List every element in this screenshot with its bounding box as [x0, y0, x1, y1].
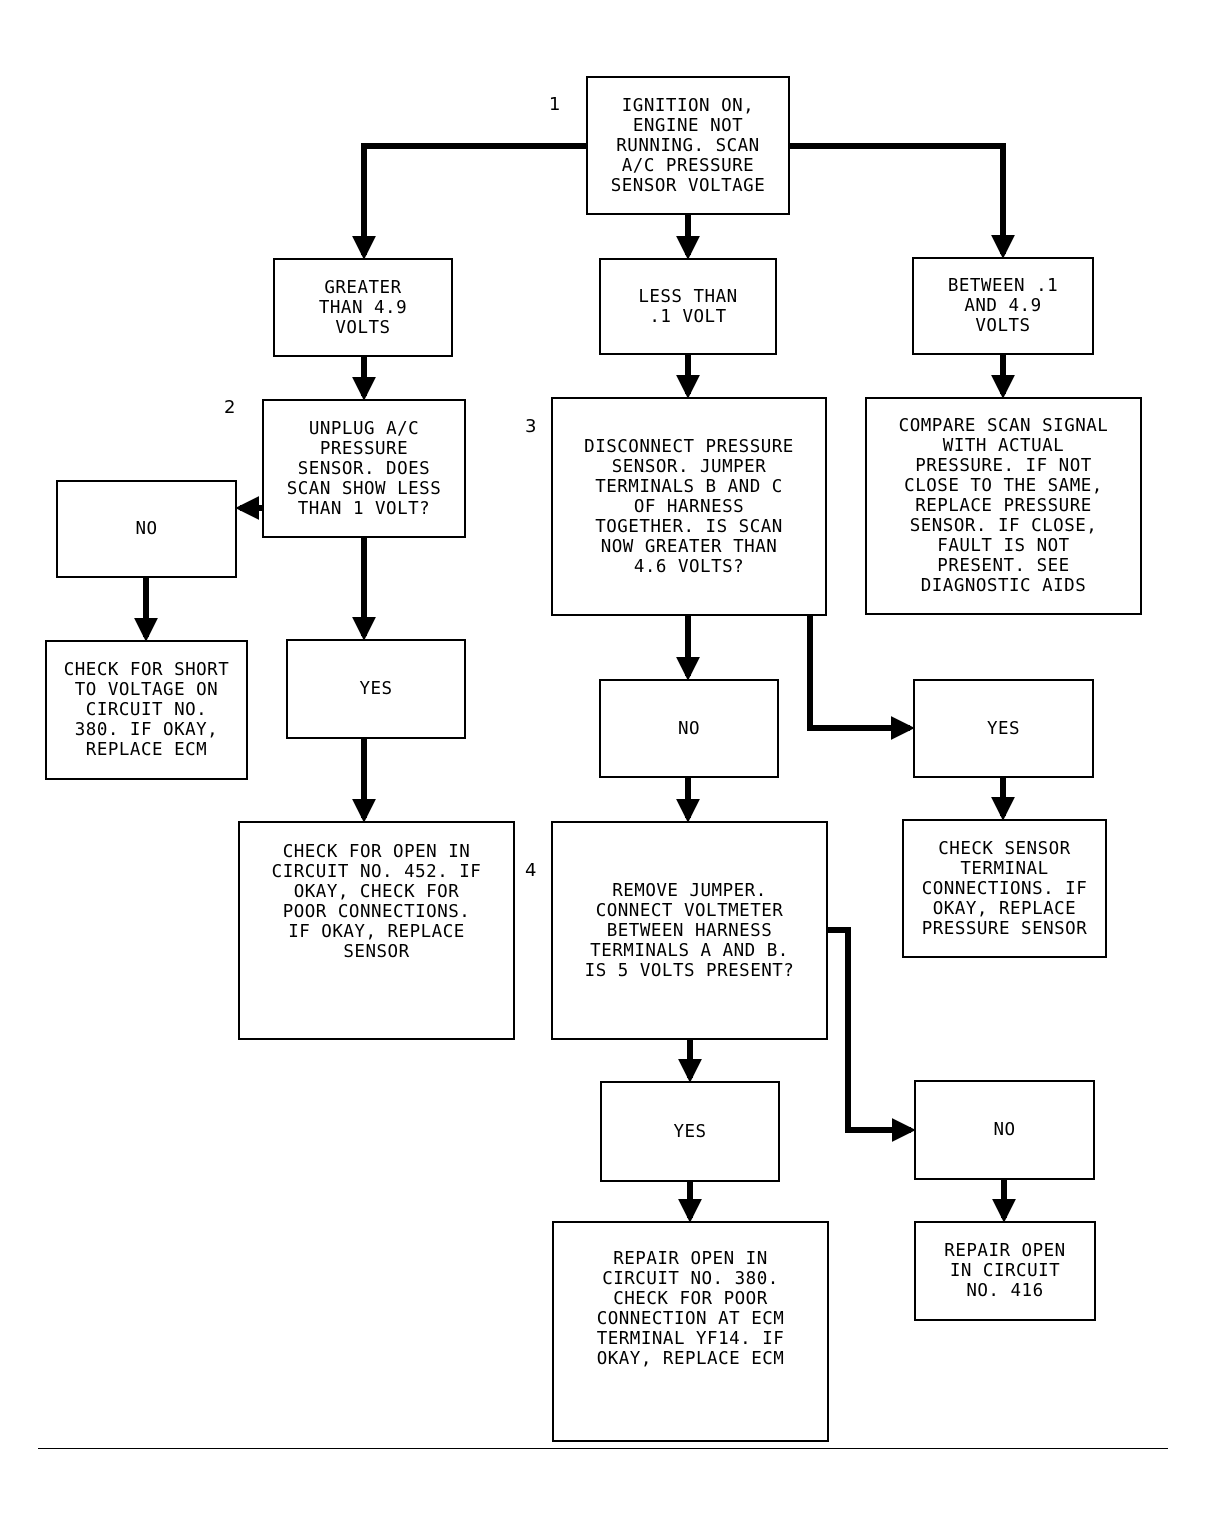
connector-start-to-gt49 — [352, 143, 586, 260]
box-check-short-text: CHECK FOR SHORT TO VOLTAGE ON CIRCUIT NO… — [63, 660, 230, 760]
connector-disconnect-to-yes — [807, 616, 915, 740]
box-ignition-on-scan-text: IGNITION ON, ENGINE NOT RUNNING. SCAN A/… — [610, 95, 766, 196]
box-check-sensor-terminal-text: CHECK SENSOR TERMINAL CONNECTIONS. IF OK… — [921, 838, 1088, 939]
connector-start-to-between — [790, 143, 1015, 259]
box-remove-jumper: REMOVE JUMPER. CONNECT VOLTMETER BETWEEN… — [551, 821, 828, 1040]
step-number-1: 1 — [549, 94, 561, 115]
box-yes-unplug: YES — [286, 639, 466, 739]
box-less-than-0-1-text: LESS THAN .1 VOLT — [638, 286, 738, 327]
box-no-unplug-text: NO — [135, 519, 158, 539]
step-number-3: 3 — [525, 416, 537, 437]
box-disconnect-jumper-text: DISCONNECT PRESSURE SENSOR. JUMPER TERMI… — [584, 436, 794, 577]
box-no-disconnect: NO — [599, 679, 779, 778]
box-check-short: CHECK FOR SHORT TO VOLTAGE ON CIRCUIT NO… — [45, 640, 248, 780]
box-unplug-sensor-text: UNPLUG A/C PRESSURE SENSOR. DOES SCAN SH… — [286, 418, 442, 519]
connector-remove-jumper-to-no — [828, 927, 916, 1142]
box-no-remove-jumper: NO — [914, 1080, 1095, 1180]
box-compare-scan-signal: COMPARE SCAN SIGNAL WITH ACTUAL PRESSURE… — [865, 397, 1142, 615]
box-ignition-on-scan: IGNITION ON, ENGINE NOT RUNNING. SCAN A/… — [586, 76, 790, 215]
box-yes-disconnect-text: YES — [986, 718, 1021, 739]
box-check-open-452-text: CHECK FOR OPEN IN CIRCUIT NO. 452. IF OK… — [271, 841, 482, 962]
box-repair-open-380: REPAIR OPEN IN CIRCUIT NO. 380. CHECK FO… — [552, 1221, 829, 1442]
box-less-than-0-1: LESS THAN .1 VOLT — [599, 258, 777, 355]
box-repair-open-416: REPAIR OPEN IN CIRCUIT NO. 416 — [914, 1221, 1096, 1321]
box-greater-than-4-9-text: GREATER THAN 4.9 VOLTS — [318, 277, 408, 338]
box-no-disconnect-text: NO — [677, 718, 701, 739]
box-remove-jumper-text: REMOVE JUMPER. CONNECT VOLTMETER BETWEEN… — [584, 880, 795, 981]
box-check-open-452: CHECK FOR OPEN IN CIRCUIT NO. 452. IF OK… — [238, 821, 515, 1040]
box-repair-open-416-text: REPAIR OPEN IN CIRCUIT NO. 416 — [944, 1241, 1066, 1301]
box-yes-unplug-text: YES — [359, 679, 393, 699]
box-no-remove-jumper-text: NO — [993, 1120, 1016, 1140]
box-yes-remove-jumper-text: YES — [673, 1121, 707, 1142]
step-number-4: 4 — [525, 860, 537, 881]
box-no-unplug: NO — [56, 480, 237, 578]
box-between-0-1-and-4-9: BETWEEN .1 AND 4.9 VOLTS — [912, 257, 1094, 355]
box-between-0-1-and-4-9-text: BETWEEN .1 AND 4.9 VOLTS — [947, 276, 1059, 336]
box-yes-remove-jumper: YES — [600, 1081, 780, 1182]
box-check-sensor-terminal: CHECK SENSOR TERMINAL CONNECTIONS. IF OK… — [902, 819, 1107, 958]
box-disconnect-jumper: DISCONNECT PRESSURE SENSOR. JUMPER TERMI… — [551, 397, 827, 616]
box-repair-open-380-text: REPAIR OPEN IN CIRCUIT NO. 380. CHECK FO… — [596, 1248, 785, 1369]
step-number-2: 2 — [224, 397, 236, 418]
box-greater-than-4-9: GREATER THAN 4.9 VOLTS — [273, 258, 453, 357]
box-yes-disconnect: YES — [913, 679, 1094, 778]
box-compare-scan-signal-text: COMPARE SCAN SIGNAL WITH ACTUAL PRESSURE… — [898, 416, 1109, 596]
bottom-rule — [38, 1448, 1168, 1449]
box-unplug-sensor: UNPLUG A/C PRESSURE SENSOR. DOES SCAN SH… — [262, 399, 466, 538]
